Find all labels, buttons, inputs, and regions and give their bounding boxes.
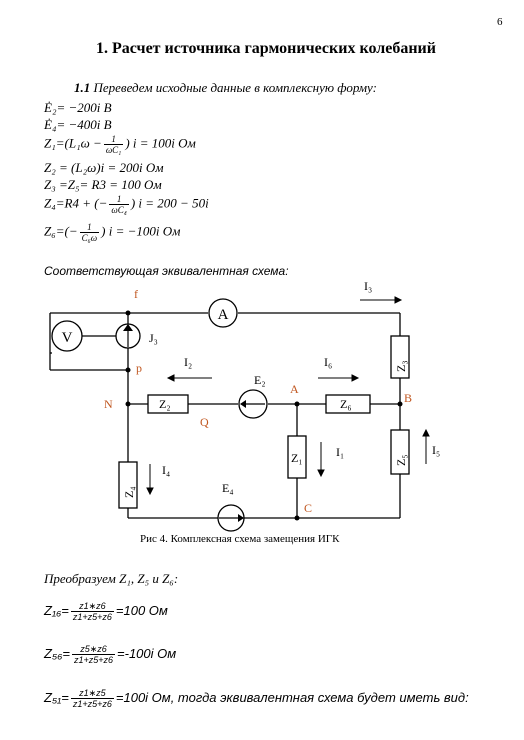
z6-right: ) i = −100i Ом [101, 223, 181, 239]
z16-denominator: z1+z5+z6 [72, 612, 112, 622]
label-q: Q [200, 415, 209, 429]
label-z3: Z₃ [394, 360, 408, 372]
equation-e4: Ė₄= −400i В [44, 117, 112, 132]
label-c: C [304, 501, 312, 515]
equation-z3: Z₃ =Z₅= R3 = 100 Ом [44, 177, 162, 192]
z6-denominator: C₆ω [81, 233, 98, 243]
node-dot-f [125, 310, 131, 316]
label-i6: I₆ [324, 355, 332, 369]
voltage-source-e2-icon [238, 389, 268, 419]
label-i2: I₂ [184, 355, 192, 369]
label-e4: E₄ [222, 481, 234, 495]
node-dot-c [294, 515, 300, 521]
z1-numerator: 1 [103, 134, 124, 145]
z6-left: Z₆=(− [44, 223, 78, 239]
voltage-source-e4-icon [217, 504, 245, 532]
z6-resistor [325, 394, 371, 414]
node-dot-n [125, 401, 131, 407]
label-j3: J₃ [149, 331, 158, 345]
z51-denominator: z1+z5+z6 [72, 699, 112, 709]
equation-z2: Z₂ = (L₂ω)i = 200i Ом [44, 160, 164, 175]
voltmeter-label: V [62, 330, 73, 346]
label-a: A [290, 382, 299, 396]
label-i5: I₅ [432, 443, 440, 457]
node-dot-p [125, 367, 131, 373]
voltmeter-icon [51, 320, 83, 352]
z51-lhs: Z₅₁= [44, 689, 69, 705]
current-source-icon [115, 323, 141, 349]
label-f: f [134, 287, 138, 301]
label-z4: Z₄ [122, 486, 136, 498]
page-number: 6 [497, 16, 503, 28]
label-i4: I₄ [162, 463, 170, 477]
z3-resistor [390, 335, 410, 379]
circuit-intro: Соответствующая эквивалентная схема: [44, 264, 289, 278]
z56-lhs: Z₅₆= [44, 645, 70, 661]
equation-e2: Ė₂= −200i В [44, 100, 112, 115]
ammeter-label: A [218, 307, 229, 323]
label-z5: Z₅ [394, 454, 408, 466]
label-i3: I₃ [364, 279, 372, 293]
node-dot-b [397, 401, 403, 407]
z51-rhs: =100i Ом, тогда эквивалентная схема буде… [115, 689, 469, 705]
z16-lhs: Z₁₆= [44, 602, 69, 618]
label-z6: Z₆ [340, 397, 352, 411]
node-dot-a [294, 401, 300, 407]
subsection-heading: 1.1 Переведем исходные данные в комплекс… [74, 80, 377, 96]
z5-resistor [390, 429, 410, 475]
z6-numerator: 1 [79, 222, 100, 233]
label-i1: I₁ [336, 445, 344, 459]
z4-left: Z₄=R4 + (− [44, 195, 108, 211]
z16-numerator: z1∗z6 [70, 601, 114, 612]
z1-left: Z₁=(L₁ω − [44, 135, 102, 151]
label-p: p [136, 361, 142, 375]
z1-right: ) i = 100i Ом [125, 135, 196, 151]
ammeter-icon [208, 298, 238, 328]
transform-intro: Преобразуем Z₁, Z₅ и Z₆: [44, 571, 179, 586]
z1-resistor [287, 435, 307, 479]
z4-right: ) i = 200 − 50i [130, 195, 209, 211]
z56-denominator: z1+z5+z6 [74, 655, 114, 665]
label-b: B [404, 391, 412, 405]
subsection-text: Переведем исходные данные в комплексную … [93, 80, 377, 95]
z4-numerator: 1 [109, 194, 129, 205]
label-z1: Z₁ [291, 451, 303, 465]
z1-denominator: ωC₁ [105, 145, 122, 155]
z16-rhs: =100 Ом [115, 602, 168, 618]
z4-resistor [118, 461, 138, 509]
z4-denominator: ωC₄ [111, 205, 127, 215]
z2-resistor [147, 394, 189, 414]
subsection-number: 1.1 [74, 80, 91, 95]
z56-rhs: =-100i Ом [117, 645, 177, 661]
section-title: 1. Расчет источника гармонических колеба… [96, 40, 436, 57]
z51-numerator: z1∗z5 [70, 688, 114, 699]
label-z2: Z₂ [159, 397, 171, 411]
label-n: N [104, 397, 113, 411]
label-e2: E₂ [254, 373, 266, 387]
figure-caption: Рис 4. Комплексная схема замещения ИГК [140, 533, 340, 545]
z56-numerator: z5∗z6 [72, 644, 116, 655]
